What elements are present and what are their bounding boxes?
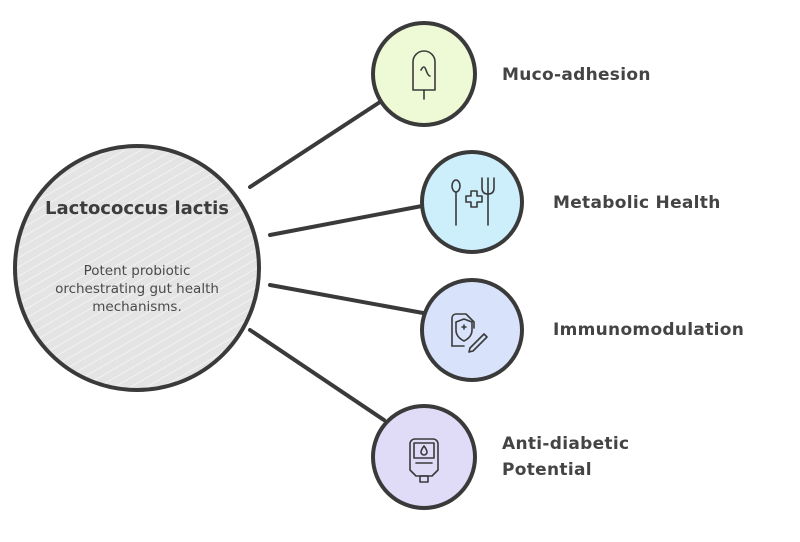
glucose-meter-icon	[409, 438, 439, 483]
node-muco-adhesion	[371, 21, 477, 127]
center-description: Potent probiotic orchestrating gut healt…	[55, 263, 219, 315]
node-anti-diabetic	[371, 404, 477, 510]
label-anti-diabetic-potential: Anti-diabetic Potential	[502, 434, 630, 480]
label-metabolic-health: Metabolic Health	[553, 193, 721, 213]
connector-antidiabetic	[248, 328, 386, 422]
label-muco-adhesion: Muco-adhesion	[502, 65, 651, 85]
label-immunomodulation: Immunomodulation	[553, 320, 745, 340]
connector-metabolic	[268, 204, 424, 237]
shield-document-pen-icon	[451, 313, 488, 353]
node-metabolic-health	[420, 150, 524, 254]
connector-immuno	[268, 283, 425, 315]
center-title: Lactococcus lactis	[45, 198, 229, 219]
popsicle-icon	[412, 50, 436, 100]
center-node	[13, 144, 261, 392]
connector-muco	[248, 100, 382, 189]
spoon-fork-medical-cross-icon	[451, 177, 495, 226]
